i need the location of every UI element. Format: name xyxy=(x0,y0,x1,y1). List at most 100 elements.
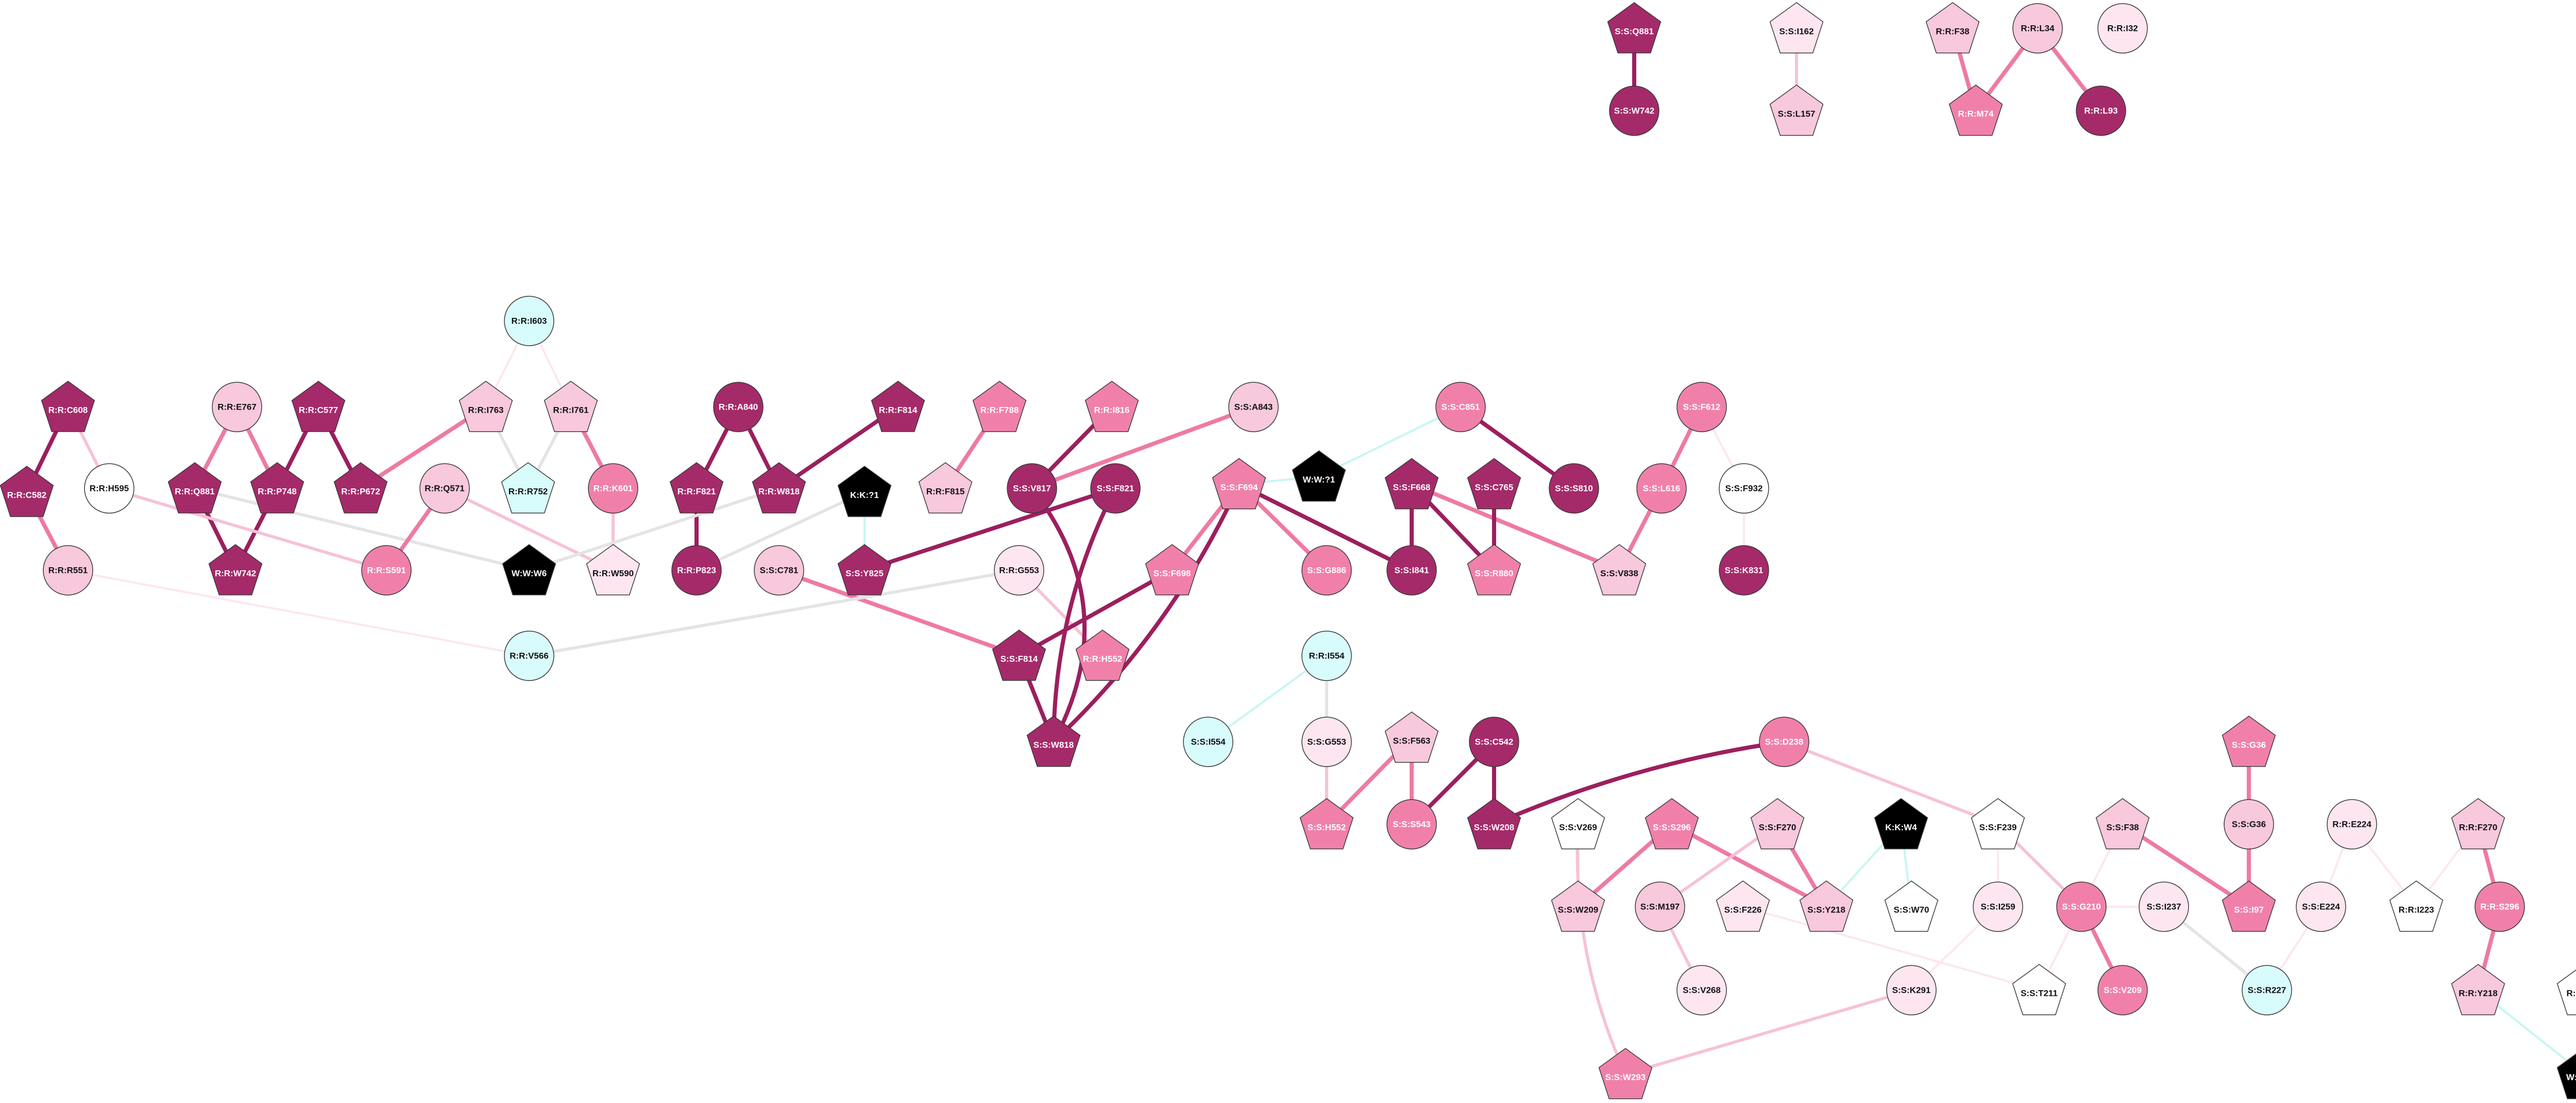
pentagon-node-shape xyxy=(2556,969,2576,1015)
node-ss-f814: S:S:F814 xyxy=(992,630,1046,681)
node-label: R:R:E767 xyxy=(217,402,257,412)
node-ss-f821: S:S:F821 xyxy=(1090,463,1141,514)
node-label: R:R:Q571 xyxy=(425,484,464,494)
edge-SS_K291-SS_W293 xyxy=(1624,989,1913,1076)
edges-layer xyxy=(25,26,2576,1076)
circle-node-shape xyxy=(1676,382,1727,432)
node-label: R:R:W818 xyxy=(758,487,800,497)
node-label: S:S:V209 xyxy=(2104,986,2142,995)
node-label: S:S:I162 xyxy=(1779,27,1814,37)
edge-SS_V269-SS_W293 xyxy=(1575,823,1627,1076)
node-ss-f226: S:S:F226 xyxy=(1716,880,1770,932)
edge-SS_V817-SS_W818 xyxy=(1030,486,1087,744)
node-label: S:S:V269 xyxy=(1559,823,1597,833)
node-ss-d238: S:S:D238 xyxy=(1759,717,1809,767)
node-ss-g553: S:S:G553 xyxy=(1301,717,1352,767)
node-rr-f270: R:R:F270 xyxy=(2451,798,2505,850)
pentagon-node-shape xyxy=(1971,798,2025,850)
circle-node-shape xyxy=(1183,717,1233,767)
node-ss-s810: S:S:S810 xyxy=(1549,463,1599,514)
edge-SS_D238-SS_F239 xyxy=(1783,740,1999,826)
node-label: S:S:C765 xyxy=(1475,483,1514,493)
pentagon-node-shape xyxy=(1598,1048,1653,1099)
circle-node-shape xyxy=(1635,881,1685,932)
node-rr-k601: R:R:K601 xyxy=(588,463,638,514)
node-label: R:R:I32 xyxy=(2107,24,2138,33)
pentagon-node-shape xyxy=(208,544,263,596)
circle-node-shape xyxy=(1973,881,2023,932)
node-ss-v209: S:S:V209 xyxy=(2097,965,2148,1015)
pentagon-node-shape xyxy=(837,544,892,596)
node-label: S:S:F932 xyxy=(1725,484,1763,494)
node-ss-f694: S:S:F694 xyxy=(1212,458,1266,510)
node-label: S:S:V817 xyxy=(1013,484,1051,494)
node-rr-i223: R:R:I223 xyxy=(2389,880,2444,932)
node-rr-l93: R:R:L93 xyxy=(2076,86,2126,136)
node-label: S:S:L616 xyxy=(1643,484,1681,494)
circle-node-shape xyxy=(754,545,804,596)
node-label: S:S:F226 xyxy=(1724,905,1762,915)
pentagon-node-shape xyxy=(2451,964,2505,1015)
pentagon-node-shape xyxy=(333,462,388,514)
node-label: S:S:G886 xyxy=(1307,566,1346,575)
node-label: R:R:I816 xyxy=(1094,405,1130,415)
edge-SS_F226-SS_T211 xyxy=(1742,906,2040,991)
pentagon-node-shape xyxy=(1467,458,1521,510)
node-label: R:R:W590 xyxy=(592,569,634,579)
circle-node-shape xyxy=(2056,881,2107,932)
node-ss-v268: S:S:V268 xyxy=(1676,965,1727,1015)
circle-node-shape xyxy=(1719,463,1769,514)
pentagon-node-shape xyxy=(250,462,304,514)
node-rr-p748: R:R:P748 xyxy=(250,462,304,514)
pentagon-node-shape xyxy=(1551,880,1605,932)
node-ss-f270: S:S:F270 xyxy=(1750,798,1805,850)
edge-SS_F38-SS_I97 xyxy=(2121,822,2251,909)
node-rr-q571: R:R:Q571 xyxy=(419,463,470,514)
node-label: S:S:L157 xyxy=(1778,109,1816,119)
edge-SS_F821-SS_Y825 xyxy=(862,486,1117,572)
node-label: S:S:T211 xyxy=(2021,989,2058,998)
node-rr-i603: R:R:I603 xyxy=(504,296,554,346)
node-rr-g553: R:R:G553 xyxy=(994,545,1044,596)
node-label: S:S:M197 xyxy=(1640,902,1680,912)
node-label: R:R:F270 xyxy=(2459,823,2498,833)
pentagon-node-shape xyxy=(992,630,1046,681)
node-label: S:S:S543 xyxy=(1393,820,1431,829)
node-rr-e224: R:R:E224 xyxy=(2327,799,2377,850)
circle-node-shape xyxy=(361,545,412,596)
node-label: K:K:?1 xyxy=(850,490,879,500)
node-rr-w818: R:R:W818 xyxy=(752,462,806,514)
node-ww-w6: W:W:W6 xyxy=(502,544,556,596)
node-ss-w742: S:S:W742 xyxy=(1609,86,1659,136)
node-label: S:S:E224 xyxy=(2302,902,2340,912)
node-label: R:R:S591 xyxy=(367,566,406,575)
pentagon-node-shape xyxy=(1384,458,1439,510)
node-label: R:R:F38 xyxy=(1936,27,1969,37)
edge-SS_F694-SS_I841 xyxy=(1237,482,1414,572)
node-label: S:S:F38 xyxy=(2106,823,2139,833)
circle-node-shape xyxy=(1676,965,1727,1015)
node-label: S:S:G210 xyxy=(2062,902,2101,912)
node-label: S:S:G553 xyxy=(1307,737,1346,747)
node-ss-i162: S:S:I162 xyxy=(1769,2,1824,54)
edge-SS_F694-SS_W818 xyxy=(1052,482,1241,744)
node-label: R:R:P823 xyxy=(677,566,716,575)
node-label: S:S:R227 xyxy=(2248,986,2286,995)
node-kk-71: K:K:?1 xyxy=(837,466,892,517)
node-label: R:R:P672 xyxy=(341,487,380,497)
circle-node-shape xyxy=(2475,881,2525,932)
node-ss-i554: S:S:I554 xyxy=(1183,717,1233,767)
circle-node-shape xyxy=(2327,799,2377,850)
node-label: S:S:F821 xyxy=(1097,484,1134,494)
edge-SS_F698-SS_F814 xyxy=(1017,568,1174,658)
node-label: R:R:Y218 xyxy=(2459,989,2498,998)
pentagon-node-shape xyxy=(2222,716,2276,767)
edge-RR_R551-RR_V566 xyxy=(67,569,530,657)
node-ss-l157: S:S:L157 xyxy=(1769,84,1824,136)
pentagon-node-shape xyxy=(502,544,556,596)
node-label: R:R:C577 xyxy=(299,405,338,415)
node-ss-g36-top: S:S:G36 xyxy=(2222,716,2276,767)
edge-RR_H595-RR_S591 xyxy=(108,487,388,572)
node-rr-c608: R:R:C608 xyxy=(41,381,95,432)
